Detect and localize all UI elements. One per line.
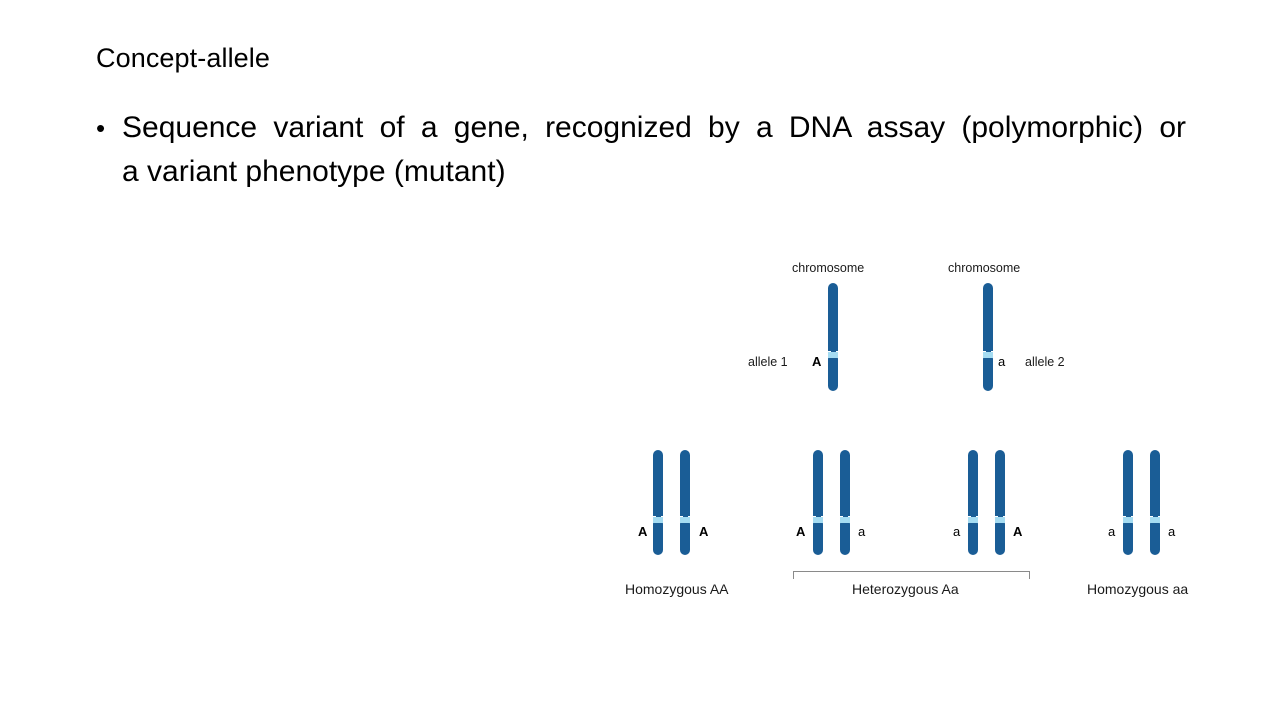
genotype-2-letter-left: a [953,524,961,539]
genotype-0-chromosome-left [652,450,664,555]
allele-letter-right: a [998,354,1006,369]
chromosome-arm-bottom [680,522,690,555]
chromosome-arm-top [1123,450,1133,518]
allele-2-label: allele 2 [1025,355,1065,369]
bullet-list: • Sequence variant of a gene, recognized… [96,106,1186,194]
chromosome-arm-bottom [813,522,823,555]
allele-letter-left: A [812,354,822,369]
chromosome-allele-1 [827,283,839,391]
chromosome-arm-bottom [653,522,663,555]
genotype-2-letter-right: A [1013,524,1023,539]
genotype-1-chromosome-right [839,450,851,555]
chromosome-arm-top [968,450,978,518]
list-item: • Sequence variant of a gene, recognized… [96,106,1186,194]
allele-band [1150,517,1160,523]
allele-band [813,517,823,523]
chromosome-arm-bottom [1150,522,1160,555]
chromosome-arm-top [813,450,823,518]
allele-band [653,517,663,523]
chromosome-arm-top [995,450,1005,518]
bullet-marker-icon: • [96,113,106,143]
chromosome-allele-2 [982,283,994,391]
genotype-2-chromosome-right [994,450,1006,555]
chromosome-label-left: chromosome [792,261,865,275]
chromosome-arm-bottom [983,357,993,391]
chromosome-arm-top [653,450,663,518]
genotype-3-caption: Homozygous aa [1087,581,1189,597]
chromosome-arm-bottom [840,522,850,555]
chromosome-arm-bottom [968,522,978,555]
chromosome-arm-top [828,283,838,353]
allele-band [995,517,1005,523]
chromosome-arm-top [1150,450,1160,518]
genotype-0-chromosome-right [679,450,691,555]
bullet-text: Sequence variant of a gene, recognized b… [122,106,1186,194]
genotype-3-chromosome-left [1122,450,1134,555]
allele-diagram: chromosome chromosome A allele 1 a allel… [600,245,1220,610]
genotype-1-letter-right: a [858,524,866,539]
page-title: Concept-allele [96,43,270,73]
chromosome-arm-top [680,450,690,518]
heterozygous-caption: Heterozygous Aa [852,581,959,597]
allele-1-label: allele 1 [748,355,788,369]
allele-band [680,517,690,523]
allele-band [1123,517,1133,523]
allele-band [983,352,993,358]
heterozygous-bracket [793,571,1030,579]
allele-band [840,517,850,523]
chromosome-arm-bottom [1123,522,1133,555]
allele-band [828,352,838,358]
chromosome-arm-bottom [995,522,1005,555]
genotype-3-letter-left: a [1108,524,1116,539]
bullet-text-line-2: a variant phenotype (mutant) [122,155,506,188]
genotype-0-letter-right: A [699,524,709,539]
allele-band [968,517,978,523]
genotype-3-letter-right: a [1168,524,1176,539]
chromosome-arm-top [840,450,850,518]
bullet-text-line-1: Sequence variant of a gene, recognized b… [122,111,1186,144]
genotype-0-letter-left: A [638,524,648,539]
genotype-3-chromosome-right [1149,450,1161,555]
chromosome-arm-bottom [828,357,838,391]
chromosome-label-right: chromosome [948,261,1021,275]
chromosome-arm-top [983,283,993,353]
genotype-0-caption: Homozygous AA [625,581,729,597]
genotype-1-letter-left: A [796,524,806,539]
genotype-2-chromosome-left [967,450,979,555]
genotype-1-chromosome-left [812,450,824,555]
